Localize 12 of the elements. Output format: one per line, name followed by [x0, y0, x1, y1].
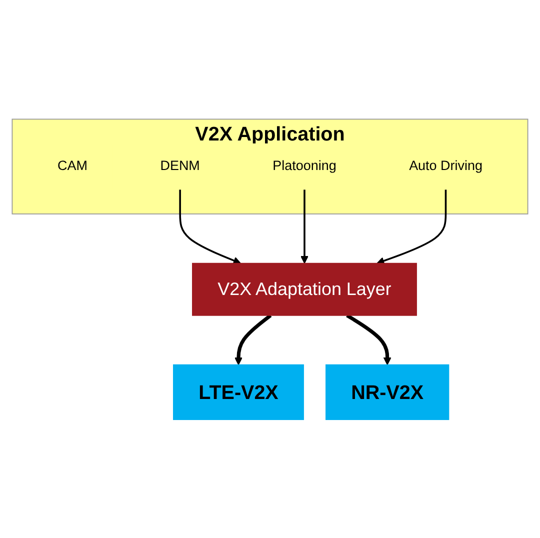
node-box: LTE-V2X: [173, 364, 304, 420]
node-box: V2X Adaptation Layer: [192, 262, 417, 316]
node-text: DENM: [160, 158, 200, 174]
node-text: Auto Driving: [409, 158, 482, 174]
arrow: [346, 313, 392, 365]
arrow: [179, 188, 241, 264]
arrow: [376, 188, 447, 264]
arrow: [300, 188, 308, 264]
node-box: NR-V2X: [326, 364, 450, 420]
node-text: CAM: [58, 158, 88, 174]
arrow: [234, 314, 272, 365]
node-text: Platooning: [272, 158, 336, 174]
